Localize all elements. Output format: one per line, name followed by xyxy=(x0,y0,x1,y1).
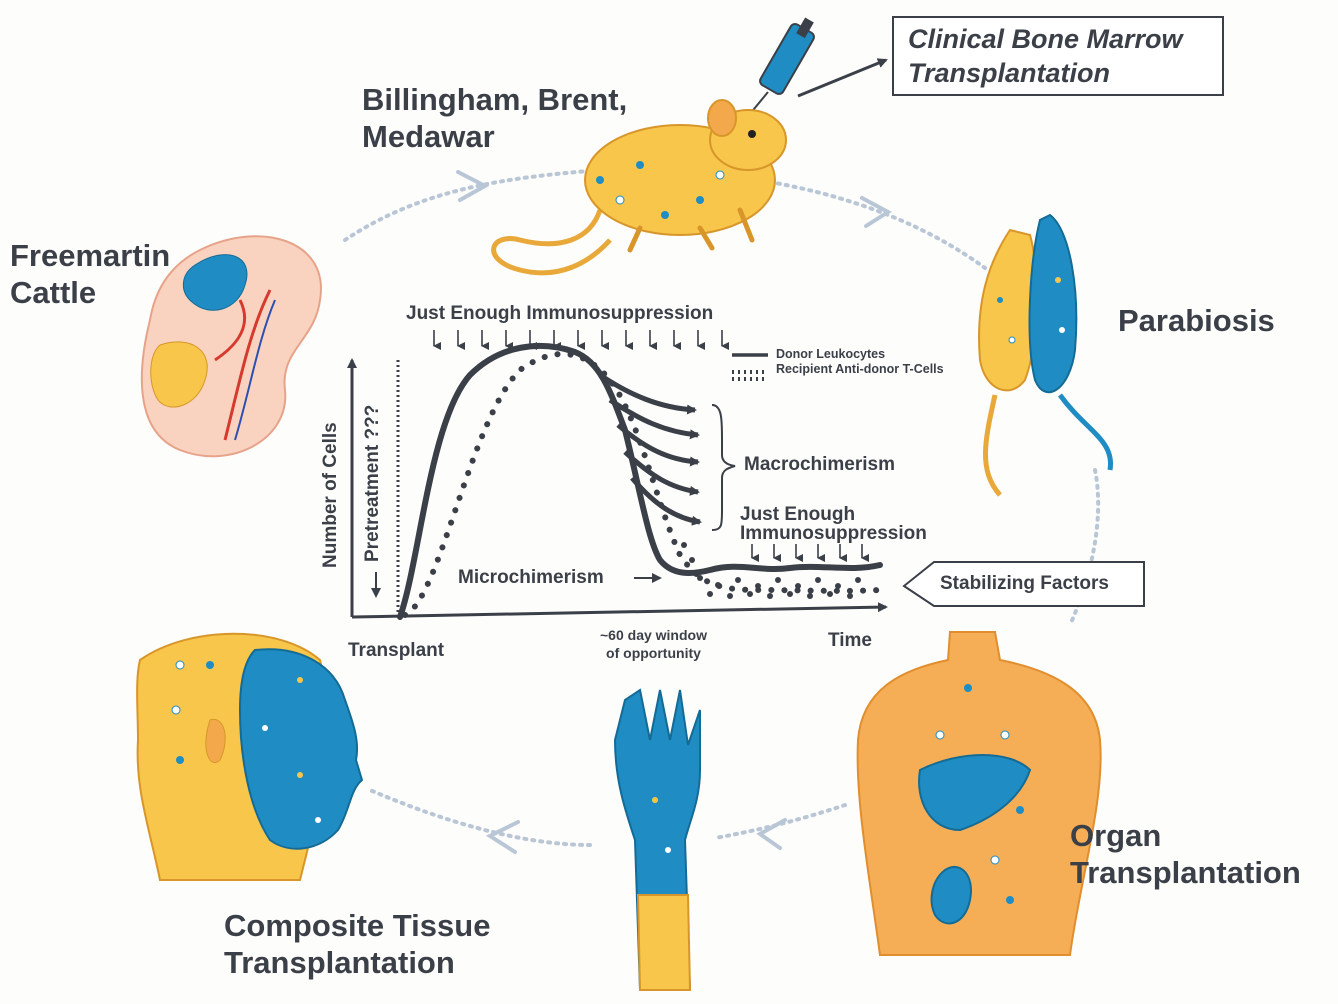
parabiosis-icon xyxy=(979,215,1111,495)
lower-immunosuppression-arrows xyxy=(752,544,862,558)
lower-immunosuppression-label: Just Enough Immunosuppression xyxy=(740,505,927,543)
organ-line2: Transplantation xyxy=(1070,855,1301,890)
composite-line2: Transplantation xyxy=(224,945,455,980)
top-immunosuppression-label: Just Enough Immunosuppression xyxy=(406,303,713,325)
legend-recipient-label: Recipient Anti-donor T-Cells xyxy=(776,362,944,377)
face-head-icon xyxy=(137,634,362,880)
pretreatment-label: Pretreatment ??? xyxy=(362,405,384,562)
lower-immunosuppression-line1: Just Enough xyxy=(740,504,855,525)
stabilizing-factors-box: Stabilizing Factors xyxy=(904,563,1144,607)
legend-donor-label: Donor Leukocytes xyxy=(776,347,885,362)
x-window-line2: of opportunity xyxy=(606,645,701,661)
x-tick-transplant: Transplant xyxy=(348,640,444,662)
x-window-line1: ~60 day window xyxy=(600,627,707,643)
arrow-to-clinical-bmt xyxy=(798,60,886,96)
microchimerism-label: Microchimerism xyxy=(458,567,604,589)
billingham-line2: Medawar xyxy=(362,119,495,154)
parabiosis-label: Parabiosis xyxy=(1118,303,1275,340)
composite-label: Composite Tissue Transplantation xyxy=(224,908,490,981)
x-window-label: ~60 day window of opportunity xyxy=(600,626,707,662)
macrochimerism-brace xyxy=(712,405,735,530)
cycle-arrow-top-right xyxy=(862,198,888,226)
torso-icon xyxy=(858,632,1101,955)
freemartin-line2: Cattle xyxy=(10,275,96,310)
billingham-label: Billingham, Brent, Medawar xyxy=(362,82,627,155)
macrochimerism-label: Macrochimerism xyxy=(744,454,895,476)
cycle-arrow-bottom-right xyxy=(760,820,785,848)
y-axis-label: Number of Cells xyxy=(320,422,342,568)
clinical-bmt-box: Clinical Bone Marrow Transplantation xyxy=(892,16,1224,96)
clinical-bmt-line1: Clinical Bone Marrow xyxy=(908,24,1183,55)
x-axis xyxy=(352,607,886,617)
billingham-line1: Billingham, Brent, xyxy=(362,82,627,117)
hand-arm-icon xyxy=(615,690,700,990)
organ-line1: Organ xyxy=(1070,818,1161,853)
clinical-bmt-line2: Transplantation xyxy=(908,58,1110,89)
freemartin-label: Freemartin Cattle xyxy=(10,238,170,311)
lower-immunosuppression-line2: Immunosuppression xyxy=(740,523,927,544)
organ-label: Organ Transplantation xyxy=(1070,818,1301,891)
stabilizing-factors-label: Stabilizing Factors xyxy=(940,573,1109,595)
top-immunosuppression-arrows xyxy=(434,330,722,346)
cycle-arrow-bottom-left xyxy=(490,822,518,852)
composite-line1: Composite Tissue xyxy=(224,908,490,943)
freemartin-line1: Freemartin xyxy=(10,238,170,273)
x-tick-time: Time xyxy=(828,630,872,652)
